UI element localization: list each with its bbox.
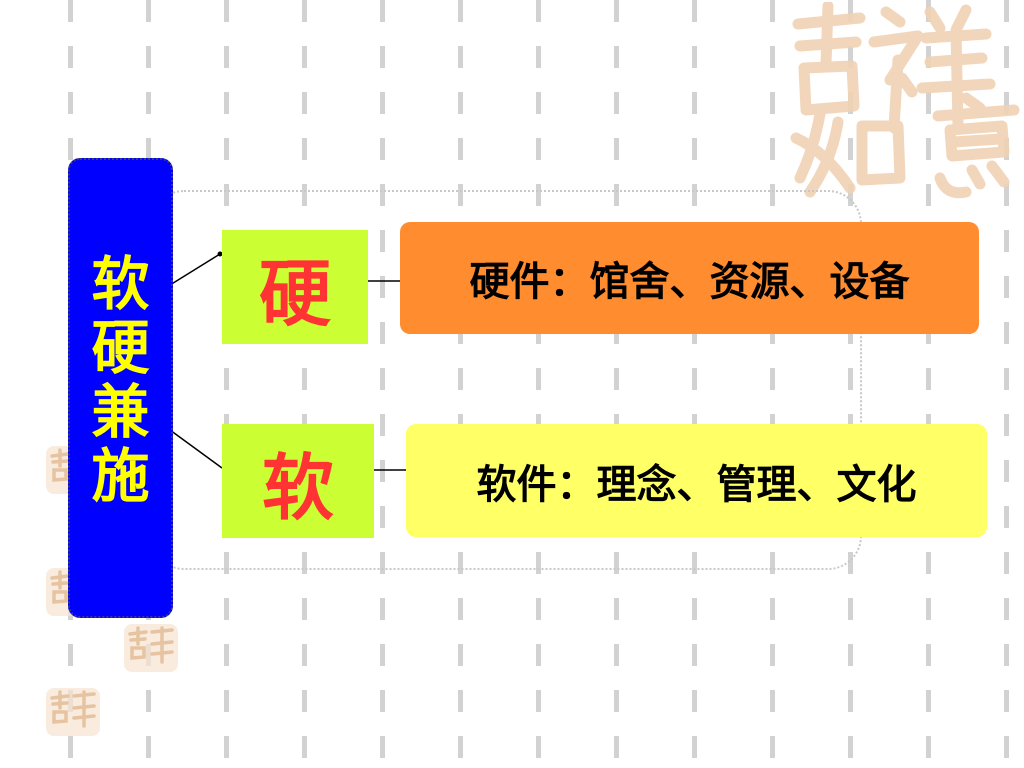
root-to-soft-connector — [169, 429, 223, 469]
root-label-char: 软 — [91, 250, 150, 318]
branch-detail-soft: 软件：理念、管理、文化 — [406, 424, 987, 537]
root-label-char: 硬 — [91, 314, 150, 382]
branch-detail-hard: 硬件：馆舍、资源、设备 — [400, 222, 979, 334]
root-to-hard-connector — [169, 253, 221, 286]
connector-dot — [217, 251, 223, 257]
branch-node-soft: 软 — [222, 424, 374, 538]
root-node: 软硬兼施 — [68, 158, 173, 618]
root-label-char: 兼 — [91, 378, 150, 446]
root-label-char: 施 — [91, 442, 150, 510]
small-seal-decoration — [124, 624, 178, 672]
auspicious-seal-decoration — [790, 2, 1020, 199]
branch-node-hard: 硬 — [222, 230, 368, 344]
root-label: 软硬兼施 — [70, 252, 171, 508]
small-seal-decoration — [46, 688, 100, 736]
